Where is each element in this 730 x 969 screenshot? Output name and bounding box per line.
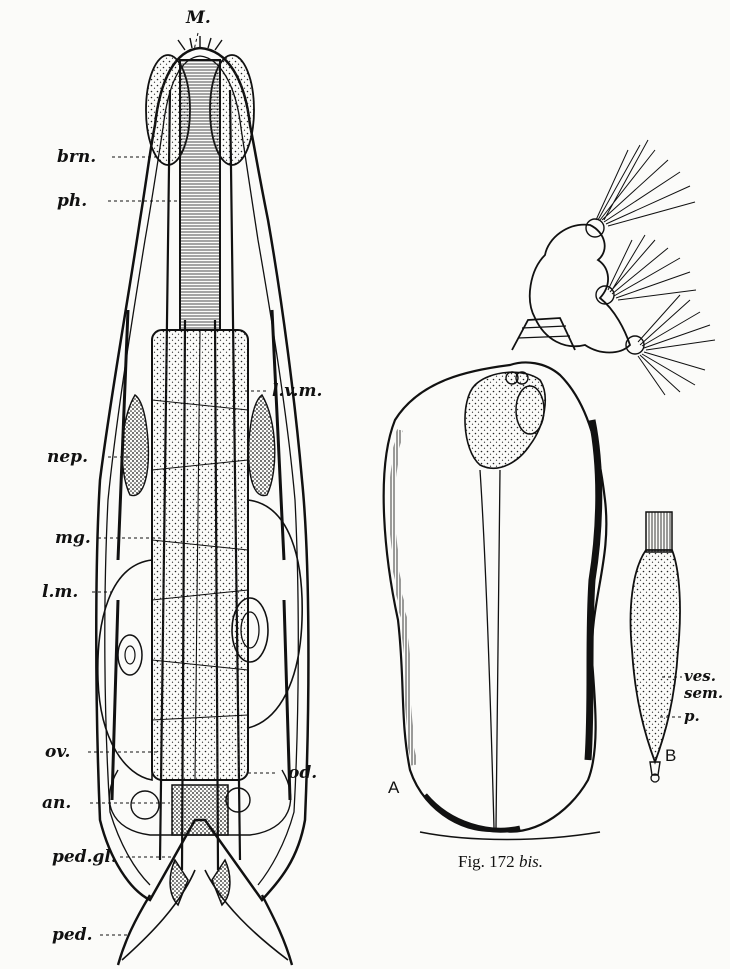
midgut [152,330,248,780]
label-brain: brn. [57,149,96,166]
label-pedal: ped. [52,927,93,944]
rotifer-right-B [631,512,680,782]
label-mouth: M. [186,10,211,27]
caption-prefix: Fig. 172 [458,852,515,871]
central-canal [480,470,500,828]
egg-right [248,500,302,728]
label-pedal-gland: ped.gl. [52,849,117,866]
pedal-gland-right [212,860,230,905]
caption-suffix: bis. [519,852,543,871]
egg-left-nucleolus [125,646,135,664]
foot-toe-left [118,895,150,965]
rotifer-left [96,36,308,965]
label-ovary: ov. [45,744,70,761]
egg-left-nucleus [118,635,142,675]
egg-left [98,560,152,780]
label-midgut: mg. [55,530,91,547]
nephridium-left [122,395,148,496]
panel-letter-b: B [665,746,676,766]
label-lateral-ventral-muscle: l.v.m. [272,383,322,400]
label-longitudinal-muscle: l.m. [42,584,78,601]
label-seminalis: sem. [684,686,723,701]
sac-shade-right [588,420,599,760]
rotifer-right-A [384,140,715,840]
label-vesicula: ves. [684,669,716,684]
ovary-cell-left [131,791,159,819]
panel-letter-a: A [388,778,399,798]
ground [420,832,600,840]
label-pharynx: ph. [57,193,87,210]
label-anus: an. [42,795,71,812]
nephridium-right [249,395,275,496]
pharynx [180,60,220,330]
male-body [631,550,680,762]
label-oviduct: od. [288,765,317,782]
male-corona [646,512,672,552]
foot-toe-right [262,895,292,965]
label-penis: p. [684,709,700,724]
setae [596,140,715,395]
label-nephridium: nep. [47,449,88,466]
oviduct-cell [226,788,250,812]
figure-caption: Fig. 172 bis. [458,852,543,872]
corona [530,225,630,353]
cloaca [172,785,228,835]
